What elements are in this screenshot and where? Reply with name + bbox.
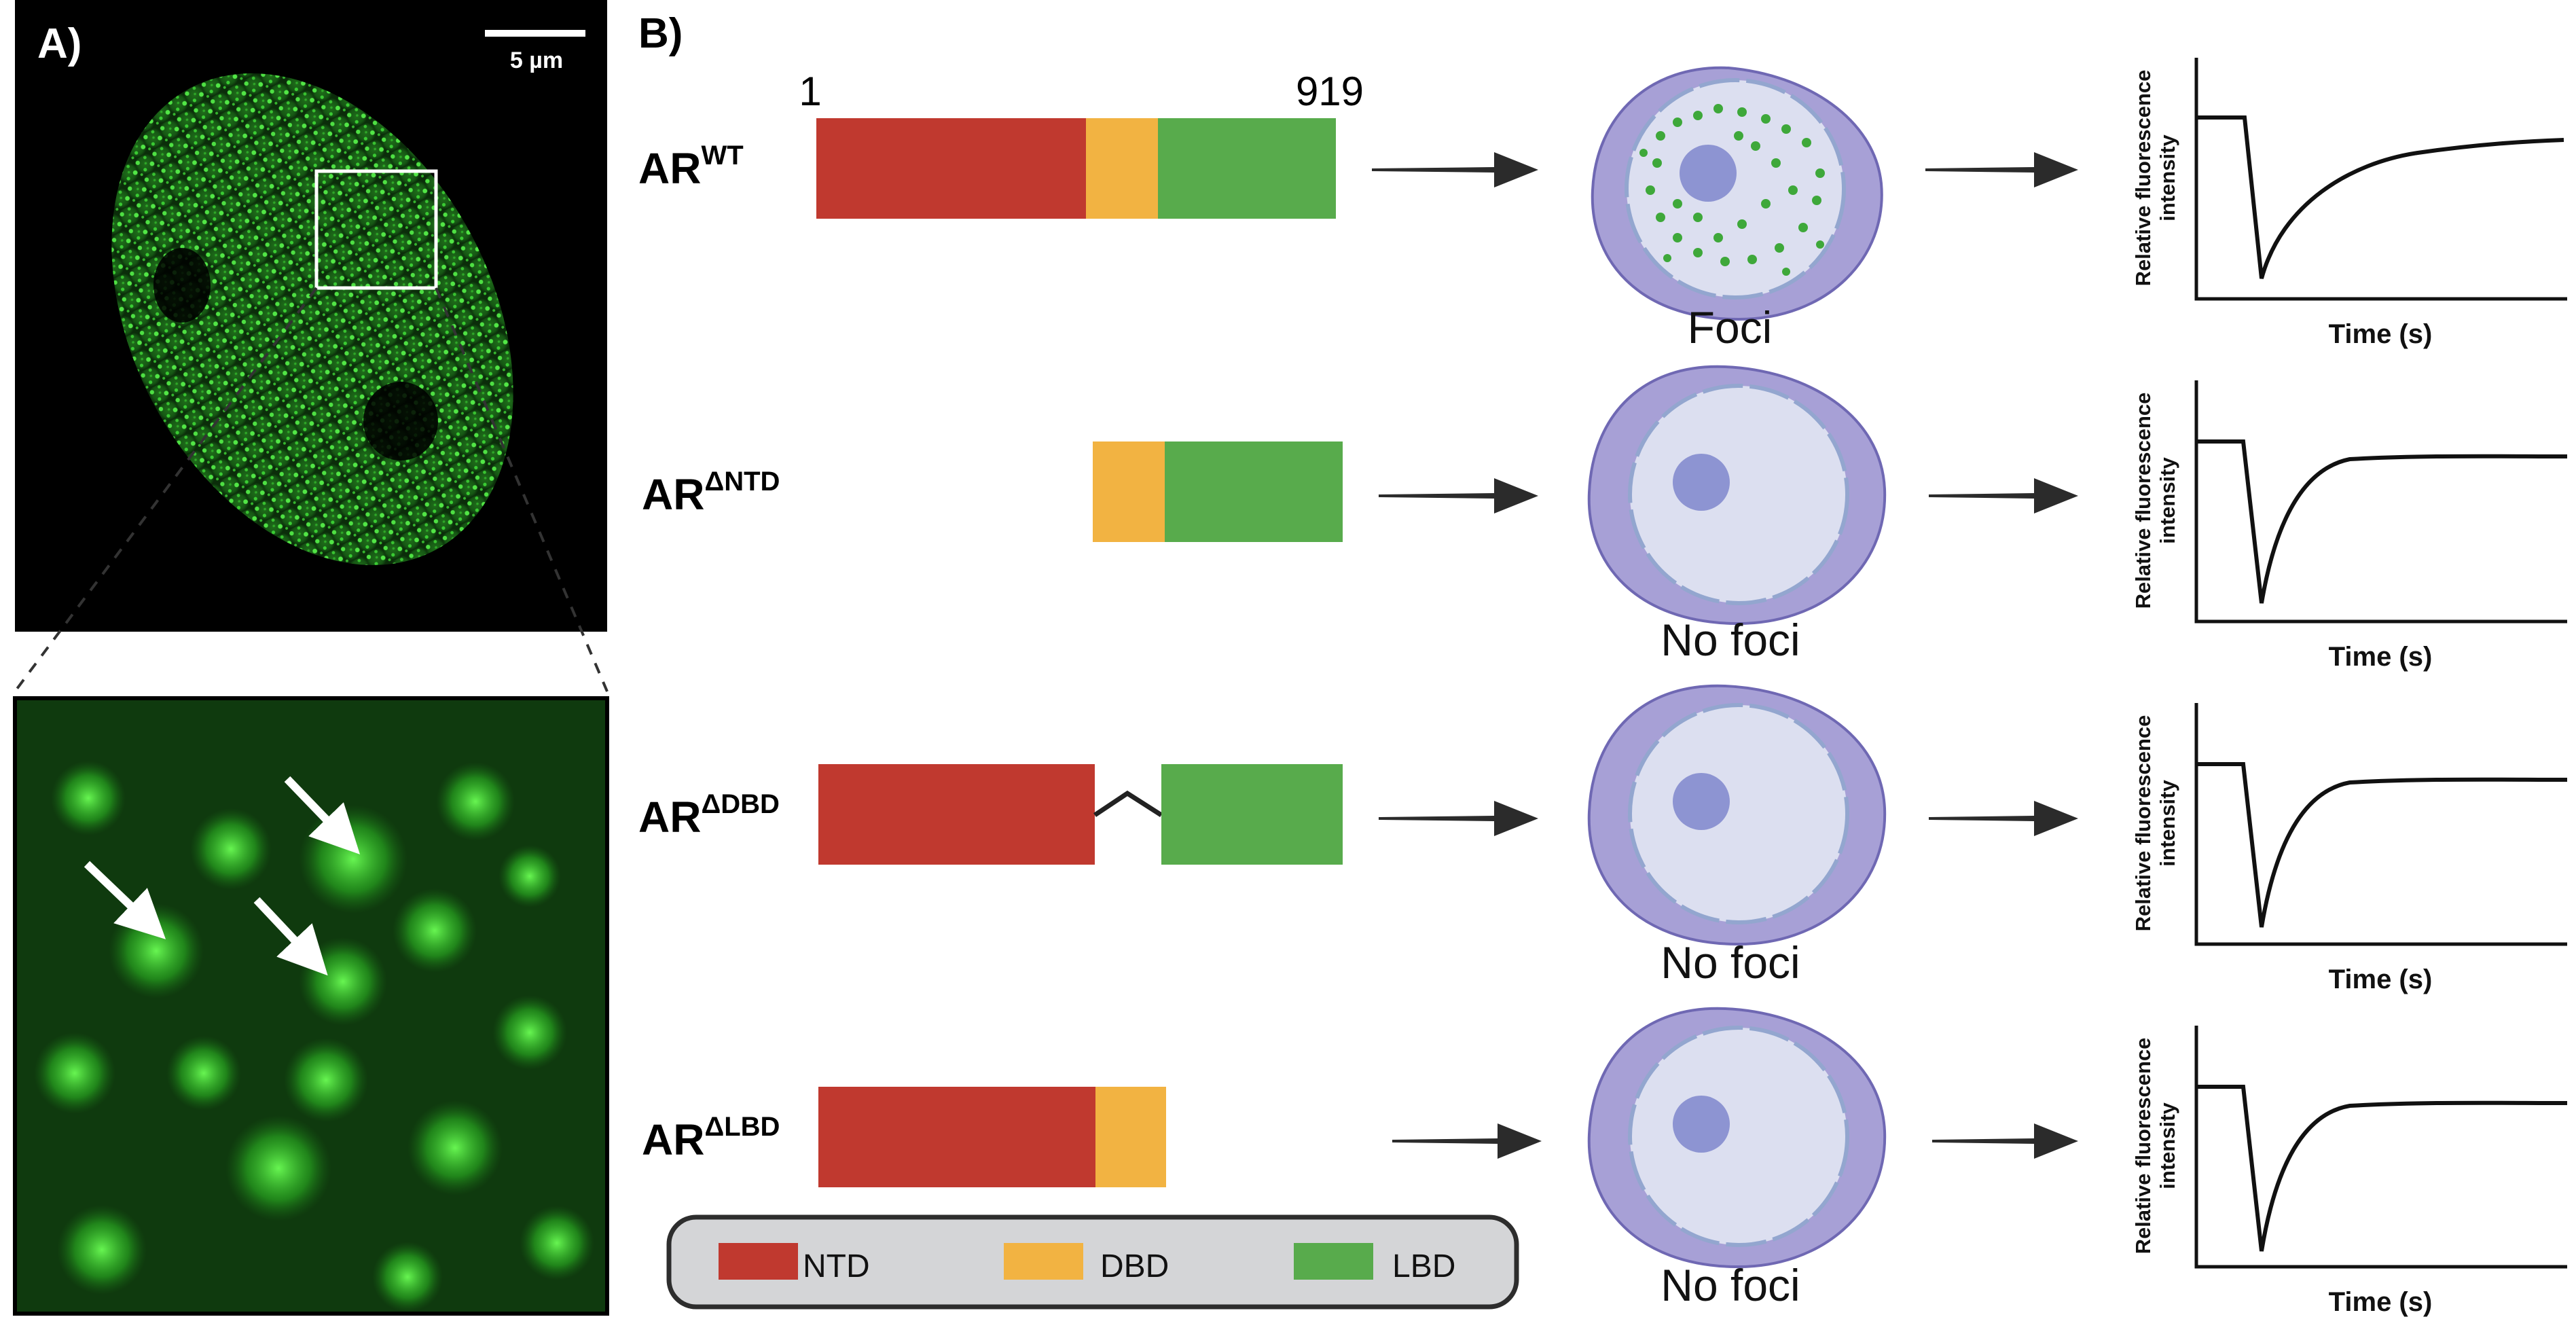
plot-axes <box>2194 1026 2567 1269</box>
legend-swatch-ntd <box>719 1243 798 1280</box>
arrow-bar-to-cell-ddbd <box>1379 801 1538 836</box>
arrows-to-plot <box>1925 152 2078 1159</box>
arrow-bar-to-cell-wt <box>1372 152 1538 187</box>
construct-label-dlbd: ARΔLBD <box>642 1112 780 1164</box>
construct-label-ddbd: ARΔDBD <box>638 789 780 842</box>
legend-label-ntd: NTD <box>803 1248 870 1284</box>
plot-xlabel: Time (s) <box>2329 319 2433 349</box>
deletion-linker <box>1093 790 1163 817</box>
phenotype-label-ddbd: No foci <box>1661 937 1800 988</box>
plot-ylabel: Relative fluorescenceintensity <box>2131 70 2179 287</box>
arrow-foci-3 <box>253 897 328 976</box>
arrow-cell-to-plot-dntd <box>1929 478 2078 513</box>
legend-box <box>666 1214 1519 1310</box>
recovery-curve <box>2196 439 2568 604</box>
recovery-curve <box>2196 762 2568 928</box>
plot-ylabel: Relative fluorescenceintensity <box>2131 715 2179 932</box>
recovery-curve <box>2196 115 2564 279</box>
arrow-foci-1 <box>84 861 166 939</box>
domain-bar-ddbd <box>818 764 1343 865</box>
sequence-start: 1 <box>799 69 821 114</box>
legend-swatch-dbd <box>1004 1243 1083 1280</box>
arrow-cell-to-plot-ddbd <box>1929 801 2078 836</box>
panel-b-label: B) <box>638 10 683 57</box>
plot-xlabel: Time (s) <box>2329 965 2433 994</box>
recovery-curve <box>2196 1085 2568 1252</box>
arrow-cell-to-plot-dlbd <box>1932 1123 2078 1159</box>
cell-dlbd <box>1587 1007 1887 1269</box>
frap-plot-dlbd: Relative fluorescenceintensity Time (s) <box>2131 1026 2568 1317</box>
panel-b: B) 1 919 ARWT ARΔNTD ARΔDBD ARΔLBD <box>638 10 2568 1317</box>
zoom-region-box <box>314 169 438 290</box>
domain-lbd <box>1158 118 1336 219</box>
domain-dbd <box>1093 441 1165 542</box>
foci-dots <box>1639 104 1825 276</box>
phenotype-label-dntd: No foci <box>1661 615 1800 665</box>
legend-swatch-lbd <box>1294 1243 1373 1280</box>
domain-ntd <box>818 1087 1095 1187</box>
panel-a-label: A) <box>37 20 81 67</box>
phenotype-label-dlbd: No foci <box>1661 1260 1800 1310</box>
construct-label-dntd: ARΔNTD <box>642 467 780 519</box>
legend-label-dbd: DBD <box>1100 1248 1169 1284</box>
domain-legend: NTD DBD LBD <box>666 1214 1519 1310</box>
frap-plot-dntd: Relative fluorescenceintensity Time (s) <box>2131 380 2568 672</box>
construct-label-wt: ARWT <box>638 141 744 193</box>
domain-dbd <box>1086 118 1158 219</box>
arrow-bar-to-cell-dlbd <box>1392 1123 1542 1159</box>
plot-xlabel: Time (s) <box>2329 1287 2433 1317</box>
zoomed-micrograph <box>13 696 609 1316</box>
plot-axes <box>2194 703 2567 946</box>
domain-bar-dntd <box>1093 441 1343 542</box>
arrow-foci-2 <box>284 776 360 854</box>
zoom-guide-left <box>14 287 318 693</box>
domain-bar-wt <box>816 118 1336 219</box>
domain-bar-dlbd <box>818 1087 1166 1187</box>
domain-lbd <box>1161 764 1343 865</box>
arrows-to-cell <box>1372 152 1542 1159</box>
domain-lbd <box>1165 441 1343 542</box>
cell-wt <box>1591 66 1883 321</box>
frap-plot-wt: Relative fluorescenceintensity Time (s) <box>2131 58 2567 349</box>
plot-axes <box>2194 380 2567 624</box>
domain-ntd <box>818 764 1095 865</box>
phenotype-label-wt: Foci <box>1688 302 1773 353</box>
legend-label-lbd: LBD <box>1392 1248 1455 1284</box>
plot-ylabel: Relative fluorescenceintensity <box>2131 393 2179 609</box>
arrow-bar-to-cell-dntd <box>1379 478 1538 513</box>
plot-axes <box>2194 58 2567 301</box>
plot-ylabel: Relative fluorescenceintensity <box>2131 1038 2179 1255</box>
nucleus-image <box>111 73 513 565</box>
frap-plot-ddbd: Relative fluorescenceintensity Time (s) <box>2131 703 2568 994</box>
panel-a: A) 5 µm <box>13 0 609 1316</box>
cell-ddbd <box>1587 684 1887 946</box>
domain-dbd <box>1095 1087 1166 1187</box>
sequence-end: 919 <box>1296 69 1364 114</box>
plot-xlabel: Time (s) <box>2329 642 2433 672</box>
domain-ntd <box>816 118 1086 219</box>
arrow-cell-to-plot-wt <box>1925 152 2078 187</box>
cell-dntd <box>1587 365 1887 626</box>
scale-bar-label: 5 µm <box>510 48 563 73</box>
